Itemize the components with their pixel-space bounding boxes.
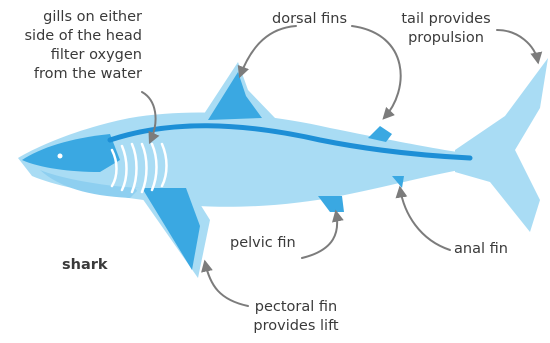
tail-label-line2: propulsion: [396, 29, 496, 48]
pelvic-arrow: [302, 212, 337, 258]
anal-arrow: [400, 188, 450, 250]
shark-label: shark: [62, 256, 108, 275]
tail-fin: [455, 58, 548, 232]
shark-eye: [58, 154, 63, 159]
tail-label-line1: tail provides: [396, 10, 496, 29]
anal-label: anal fin: [454, 240, 508, 259]
dorsal-arrow-second: [352, 26, 401, 118]
tail-label: tail provides propulsion: [396, 10, 496, 48]
pectoral-arrow: [205, 262, 248, 306]
pelvic-fin: [318, 196, 344, 212]
dorsal-label: dorsal fins: [272, 10, 347, 29]
gills-label-line3: filter oxygen: [12, 46, 142, 65]
gills-label-line1: gills on either: [12, 8, 142, 27]
gills-label-line2: side of the head: [12, 27, 142, 46]
pectoral-label-line2: provides lift: [246, 317, 346, 336]
tail-arrow: [497, 30, 538, 62]
pectoral-label-line1: pectoral fin: [246, 298, 346, 317]
pelvic-label: pelvic fin: [230, 234, 296, 253]
dorsal-arrow-first: [240, 26, 296, 76]
gills-label: gills on either side of the head filter …: [12, 8, 142, 84]
gills-label-line4: from the water: [12, 65, 142, 84]
pectoral-label: pectoral fin provides lift: [246, 298, 346, 336]
